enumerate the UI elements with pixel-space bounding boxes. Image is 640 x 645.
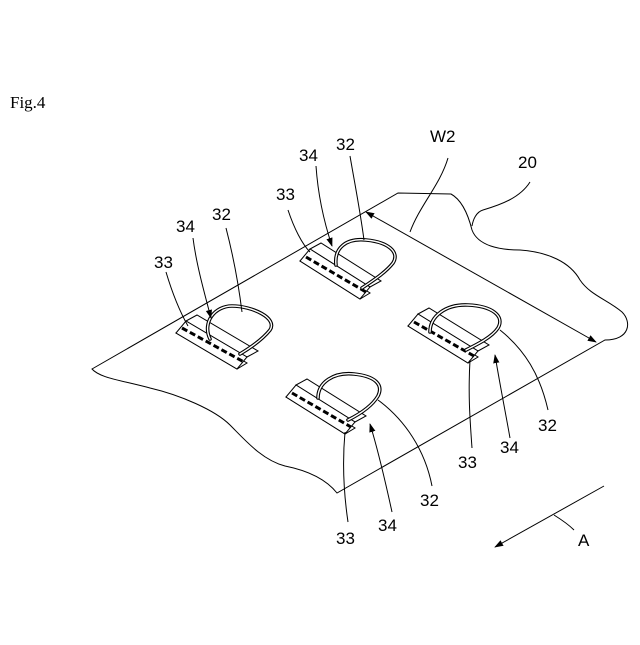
- label-32: 32: [336, 135, 355, 154]
- label-a: A: [578, 531, 590, 550]
- loop-unit-right: 32 34 33: [408, 305, 557, 472]
- label-33: 33: [458, 453, 477, 472]
- label-32: 32: [420, 491, 439, 510]
- label-34: 34: [378, 516, 397, 535]
- width-leader: [410, 158, 448, 232]
- leader-32: [226, 228, 242, 312]
- figure-title: Fig.4: [10, 93, 45, 113]
- leader-34: [316, 166, 332, 246]
- sheet-leader: [472, 182, 530, 226]
- label-32: 32: [212, 205, 231, 224]
- leader-32: [350, 156, 364, 240]
- label-20: 20: [518, 153, 537, 172]
- label-32: 32: [538, 416, 557, 435]
- loop-unit-top: 32 34 33: [276, 135, 395, 299]
- label-33: 33: [336, 529, 355, 548]
- leader-32: [500, 330, 548, 410]
- label-w2: W2: [430, 127, 456, 146]
- leader-33: [344, 432, 348, 522]
- loop-unit-left: 32 34 33: [154, 205, 271, 369]
- label-34: 34: [299, 146, 318, 165]
- label-34: 34: [176, 217, 195, 236]
- direction-leader: [554, 515, 574, 530]
- leader-34: [495, 355, 510, 438]
- label-33: 33: [276, 185, 295, 204]
- width-dimension-line: [366, 212, 596, 342]
- loop-unit-bottom: 32 34 33: [286, 374, 439, 548]
- leader-33: [166, 272, 188, 326]
- leader-33: [469, 360, 472, 448]
- label-33: 33: [154, 253, 173, 272]
- label-34: 34: [500, 438, 519, 457]
